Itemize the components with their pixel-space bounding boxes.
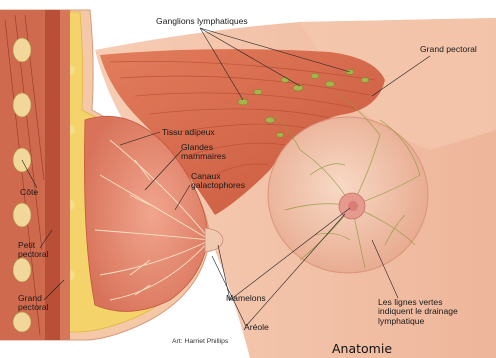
label-rib: Côte [20, 188, 38, 197]
label-pectoralis-major-right: Grand pectoral [420, 45, 477, 54]
nipple-front [348, 201, 358, 211]
label-mammary-glands: Glandes mammaires [181, 143, 226, 162]
figure-caption: Anatomie [332, 341, 392, 356]
label-lactiferous-ducts: Canaux galactophores [191, 172, 245, 191]
artist-credit: Art: Harriet Phillips [172, 337, 228, 346]
label-pectoralis-minor: Petit pectoral [18, 241, 49, 260]
pectoralis-minor-band [45, 10, 60, 340]
label-lymph-nodes: Ganglions lymphatiques [156, 17, 248, 26]
label-green-lines: Les lignes vertes indiquent le drainage … [378, 298, 458, 326]
label-pectoralis-major-left: Grand pectoral [18, 294, 49, 313]
label-areola: Aréole [244, 323, 269, 332]
label-adipose-tissue: Tissu adipeux [162, 128, 215, 137]
label-nipples: Mamelons [226, 294, 266, 303]
pectoralis-major-band [60, 10, 70, 340]
